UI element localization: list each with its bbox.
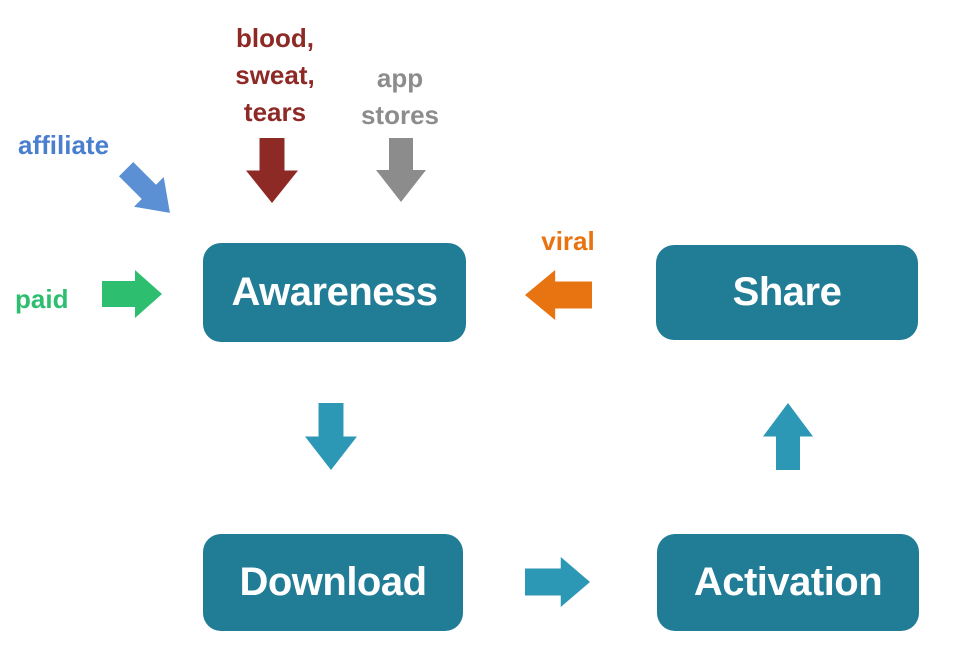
share-node: Share: [656, 245, 918, 340]
app-stores-label-line1: app: [376, 63, 424, 93]
organic-arrow-icon: [246, 138, 298, 203]
activation-node-label: Activation: [693, 560, 883, 604]
paid-arrow-icon: [102, 270, 162, 318]
app-stores-label: app stores: [340, 60, 460, 134]
viral-label: viral: [541, 226, 595, 256]
organic-label-line1: blood,: [236, 23, 314, 53]
viral-arrow-icon: [525, 270, 592, 320]
awareness-node-label: Awareness: [231, 270, 438, 314]
activation-to-share-arrow-icon: [763, 403, 813, 470]
activation-node: Activation: [657, 534, 919, 631]
affiliate-arrow-icon: [118, 161, 170, 213]
awareness-node: Awareness: [203, 243, 466, 342]
share-node-label: Share: [732, 270, 842, 314]
affiliate-label: affiliate: [18, 130, 110, 160]
app-stores-arrow-icon: [376, 138, 426, 202]
paid-label: paid: [15, 284, 69, 314]
organic-label-line2: sweat,: [235, 60, 315, 90]
download-to-activation-arrow-icon: [525, 557, 590, 607]
organic-label-line3: tears: [243, 97, 307, 127]
organic-label: blood, sweat, tears: [199, 20, 351, 131]
awareness-to-download-arrow-icon: [305, 403, 357, 470]
download-node-label: Download: [239, 560, 427, 604]
app-stores-label-line2: stores: [360, 100, 440, 130]
download-node: Download: [203, 534, 463, 631]
